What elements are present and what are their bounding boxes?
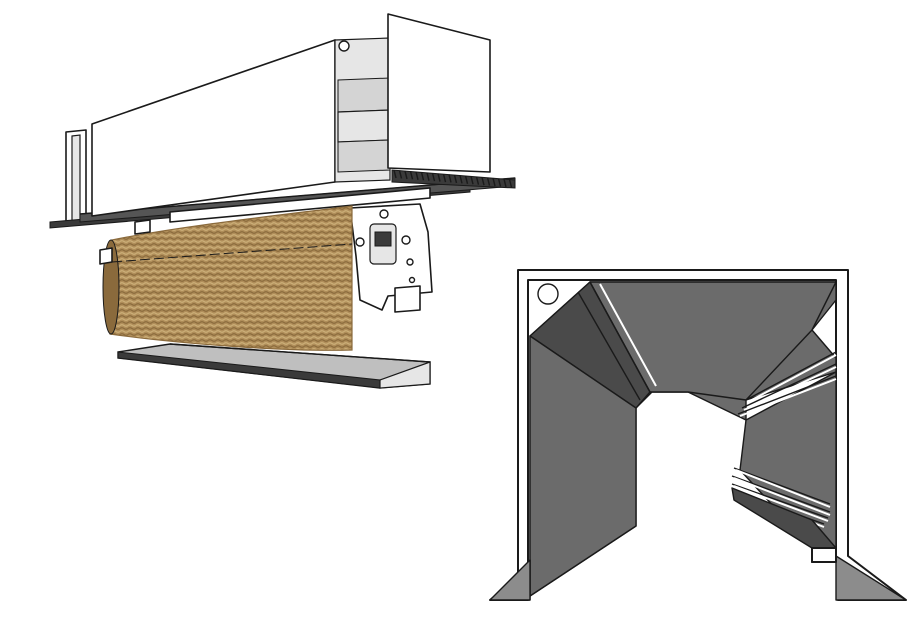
profile-ridge-line [731, 475, 831, 513]
profile-ridge-line [741, 363, 837, 409]
profile-ridge-highlight [743, 366, 837, 411]
rail-tooth [464, 175, 469, 184]
serrated-rail [391, 169, 516, 189]
rail-tooth [508, 179, 513, 188]
bracket-screw-icon [379, 209, 389, 219]
profile-ridge-highlight [735, 469, 831, 508]
rail-tooth [415, 171, 419, 180]
rail-tooth [426, 172, 430, 181]
profile-left-wall [529, 335, 637, 597]
rail-tooth [475, 176, 480, 185]
profile-ridge-line [745, 351, 837, 401]
profile-ridge-highlight [747, 354, 837, 403]
bottom-rail [117, 343, 431, 389]
rail-tooth [404, 170, 408, 180]
cassette-housing [91, 13, 491, 217]
housing-end-cap [387, 13, 491, 173]
profile-ridge-highlight [733, 485, 829, 522]
profile-ridge-line [737, 375, 837, 415]
profile-left-foot [489, 559, 531, 601]
profile-right-foot [835, 555, 907, 601]
rail-tooth [453, 174, 458, 184]
profile-ridge-line [733, 467, 831, 505]
rail-tooth [442, 173, 447, 183]
left-end-cap [65, 129, 87, 225]
carrier-rail [169, 187, 431, 223]
rail-tooth [486, 177, 491, 186]
rail-tooth [459, 175, 463, 184]
rail-tooth [470, 176, 474, 185]
profile-inner-faces [489, 281, 907, 601]
fabric-roll-body [109, 205, 353, 351]
rail-tooth [503, 178, 507, 188]
rail-tooth [420, 172, 425, 181]
rail-tooth [398, 170, 403, 179]
rail-tooth [409, 171, 414, 180]
section-view [489, 269, 907, 601]
mounting-hole-icon [338, 40, 350, 52]
profile-screw-channel-icon [537, 283, 559, 305]
rail-tooth [437, 173, 441, 182]
profile-ridge-line [731, 483, 829, 519]
rail-tooth [393, 169, 397, 179]
profile-ridge-highlight [733, 477, 831, 516]
rail-tooth [448, 174, 452, 183]
housing-front-face [91, 39, 336, 217]
isometric-view [49, 13, 516, 389]
rail-tooth [497, 178, 502, 187]
rail-tooth [431, 172, 436, 182]
rail-tooth [481, 176, 485, 186]
shade-fabric-roll [99, 205, 353, 351]
profile-ridge-highlight [739, 378, 837, 417]
rail-tooth [492, 177, 496, 187]
side-bracket [349, 203, 433, 313]
